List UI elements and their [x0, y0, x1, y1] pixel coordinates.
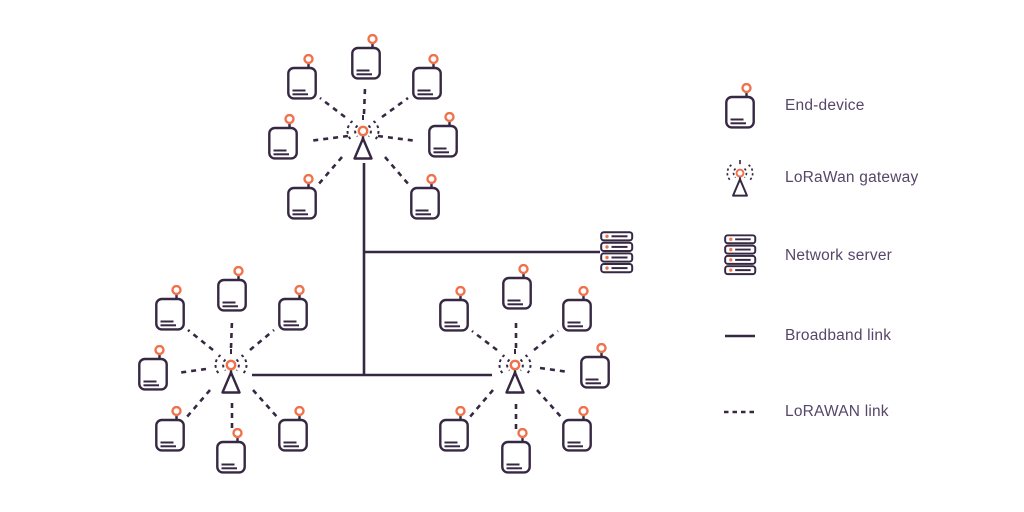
end-device-icon: [278, 285, 308, 331]
legend-label-broadband-link: Broadband link: [785, 327, 892, 344]
end-device-icon: [278, 406, 308, 452]
lorawan-link: [362, 87, 367, 115]
lorawan-link: [533, 329, 559, 352]
end-device-icon: [155, 285, 185, 331]
lorawan-gateway-icon: [214, 347, 248, 394]
end-device-icon: [501, 428, 531, 474]
lorawan-gateway-icon: [722, 152, 758, 204]
end-device-icon: [268, 114, 298, 160]
diagram-links: [176, 87, 600, 432]
lorawan-link: [176, 367, 207, 375]
end-device-icon: [562, 286, 592, 332]
end-device-icon: [138, 345, 168, 391]
end-device-icon: [155, 406, 185, 452]
legend-label-end-device: End-device: [785, 97, 865, 114]
end-device-icon: [562, 406, 592, 452]
legend-label-lorawan-link: LoRAWAN link: [785, 403, 889, 420]
lorawan-gateway-icon: [346, 113, 380, 160]
end-device-icon: [287, 54, 317, 100]
end-device-icon: [410, 174, 440, 220]
lorawan-link: [249, 329, 275, 351]
lorawan-link: [471, 329, 498, 352]
legend: End-device LoRaWan gateway Network serve…: [722, 0, 1022, 512]
lorawan-link: [468, 389, 494, 419]
lorawan-link: [539, 366, 570, 374]
lorawan-link: [185, 389, 211, 419]
lorawan-link: [381, 96, 409, 119]
end-device-icon: [502, 264, 532, 310]
network-server-icon: [600, 231, 634, 274]
end-device-icon: [351, 34, 381, 80]
lorawan-link: [316, 156, 343, 187]
end-device-icon: [428, 112, 458, 158]
lorawan-link: [536, 389, 563, 419]
end-device-icon: [287, 174, 317, 220]
end-device-icon: [722, 83, 758, 129]
network-server-icon: [722, 234, 758, 277]
lorawan-link: [187, 328, 214, 352]
legend-label-lorawan-gateway: LoRaWan gateway: [785, 169, 919, 186]
diagram-nodes: [138, 34, 634, 474]
lorawan-link-icon: [722, 408, 758, 416]
end-device-icon: [439, 406, 469, 452]
lorawan-link: [229, 319, 234, 349]
lorawan-link: [308, 134, 349, 143]
lorawan-link: [319, 96, 346, 119]
end-device-icon: [412, 54, 442, 100]
end-device-icon: [439, 286, 469, 332]
lorawan-gateway-icon: [498, 347, 532, 394]
legend-item-network-server: Network server: [722, 234, 892, 277]
legend-item-lorawan-gateway: LoRaWan gateway: [722, 152, 918, 204]
lorawan-link: [377, 134, 418, 143]
legend-item-lorawan-link: LoRAWAN link: [722, 403, 889, 421]
end-device-icon: [216, 428, 246, 474]
legend-item-broadband-link: Broadband link: [722, 327, 891, 345]
end-device-icon: [217, 266, 247, 312]
end-device-icon: [580, 343, 610, 389]
lorawan-link: [384, 156, 411, 187]
legend-item-end-device: End-device: [722, 83, 865, 129]
lorawan-link: [252, 389, 279, 419]
broadband-link-icon: [722, 332, 758, 340]
legend-label-network-server: Network server: [785, 246, 893, 264]
